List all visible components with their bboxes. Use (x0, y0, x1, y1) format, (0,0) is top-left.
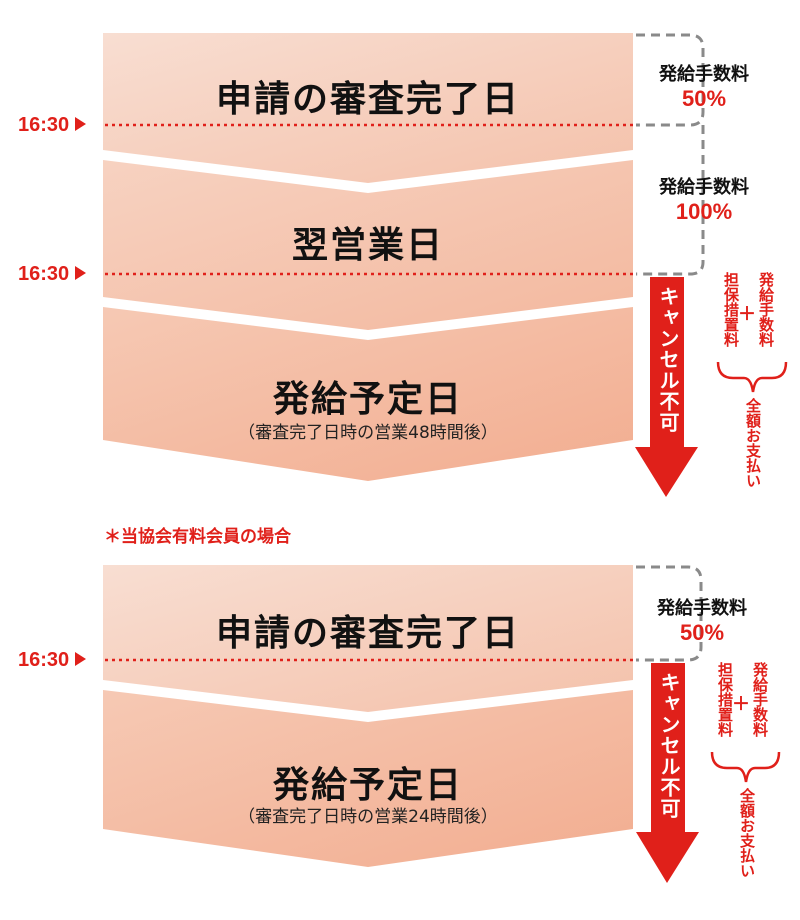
full-payment-guarantee-fee-member: 担保措置料 (716, 662, 734, 737)
fee-box-100: 発給手数料 100% (639, 173, 769, 225)
full-payment-issue-fee: 発給手数料 (757, 272, 775, 347)
triangle-right-icon (75, 652, 87, 666)
cancel-not-allowed-label: キャンセル不可 (656, 286, 680, 433)
fee-label: 発給手数料 (657, 598, 747, 619)
fee-percent: 50% (679, 620, 725, 645)
triangle-right-icon (75, 117, 87, 131)
cancel-arrow-1 (635, 277, 698, 497)
step-title-issue-date-member: 発給予定日 (272, 765, 463, 806)
fee-label: 発給手数料 (659, 177, 749, 198)
cutoff-time-1: 16:30 (18, 114, 87, 137)
fee-box-50: 発給手数料 50% (639, 60, 769, 112)
full-payment-result-member: 全額お支払い (738, 788, 756, 878)
cutoff-time-label: 16:30 (18, 263, 70, 285)
step-block-4 (103, 565, 633, 712)
step-subtitle-issue-date: （審査完了日時の営業48時間後） (238, 423, 498, 443)
fee-percent: 50% (681, 86, 727, 111)
full-payment-issue-fee-member: 発給手数料 (751, 662, 769, 737)
step-block-2 (103, 160, 633, 330)
cancel-not-allowed-label-member: キャンセル不可 (657, 672, 681, 819)
triangle-right-icon (75, 266, 87, 280)
cutoff-time-3: 16:30 (18, 649, 87, 672)
full-payment-result: 全額お支払い (744, 398, 762, 488)
fee-percent: 100% (675, 199, 733, 224)
cutoff-time-label: 16:30 (18, 114, 70, 136)
member-note: ＊当協会有料会員の場合 (104, 527, 291, 547)
step-title-review-complete-member: 申請の審査完了日 (215, 613, 520, 654)
step-block-1 (103, 33, 633, 183)
step-title-next-business-day: 翌営業日 (291, 225, 444, 266)
cutoff-time-2: 16:30 (18, 263, 87, 286)
step-subtitle-issue-date-member: （審査完了日時の営業24時間後） (238, 807, 498, 827)
step-title-issue-date: 発給予定日 (272, 379, 463, 420)
plus-sign: ＋ (738, 304, 756, 325)
fee-box-50-member: 発給手数料 50% (637, 594, 767, 646)
step-title-review-complete: 申請の審査完了日 (215, 79, 520, 120)
step-block-5 (103, 690, 633, 867)
full-payment-guarantee-fee: 担保措置料 (722, 272, 740, 347)
fee-label: 発給手数料 (659, 64, 749, 85)
cancel-arrow-2 (636, 663, 699, 883)
step-block-3 (103, 307, 633, 481)
plus-sign: ＋ (732, 694, 750, 715)
cutoff-time-label: 16:30 (18, 649, 70, 671)
